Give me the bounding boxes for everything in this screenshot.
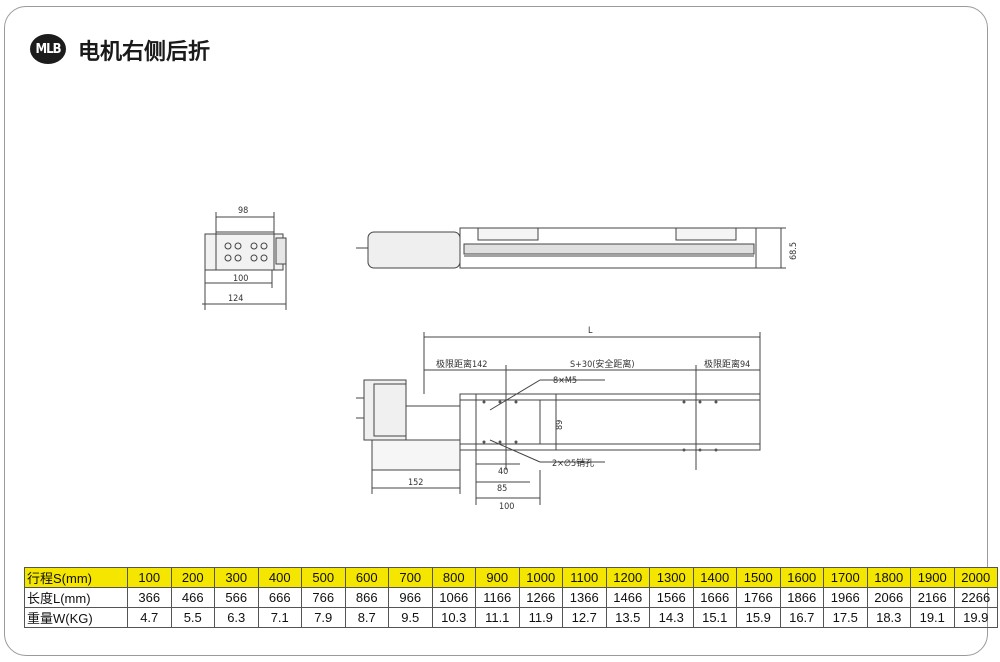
table-cell: 5.5	[170, 607, 215, 628]
table-cell: 466	[170, 587, 215, 608]
table-cell: 1366	[562, 587, 607, 608]
table-cell: 666	[257, 587, 302, 608]
table-cell: 700	[388, 567, 433, 588]
table-cell: 1800	[866, 567, 911, 588]
table-cell: 13.5	[605, 607, 650, 628]
table-cell: 1900	[910, 567, 955, 588]
table-cell: 7.1	[257, 607, 302, 628]
table-cell: 866	[344, 587, 389, 608]
table-cell: 966	[388, 587, 433, 608]
brand-logo: MLB	[30, 34, 66, 64]
table-cell: 6.3	[214, 607, 259, 628]
dim-98: 98	[238, 206, 248, 216]
dim-limit-94: 极限距离94	[704, 358, 750, 370]
dim-safety: S+30(安全距离)	[570, 358, 635, 370]
table-cell: 100	[127, 567, 172, 588]
table-cell: 1666	[692, 587, 737, 608]
table-cell: 1700	[823, 567, 868, 588]
dim-68-5: 68.5	[789, 242, 799, 260]
table-cell: 8.7	[344, 607, 389, 628]
table-cell: 11.9	[518, 607, 563, 628]
table-cell: 200	[170, 567, 215, 588]
dim-89: 89	[555, 420, 565, 430]
table-cell: 9.5	[388, 607, 433, 628]
table-cell: 766	[301, 587, 346, 608]
table-cell: 1766	[736, 587, 781, 608]
table-cell: 11.1	[475, 607, 520, 628]
dim-124: 124	[228, 294, 243, 304]
table-cell: 1866	[779, 587, 824, 608]
table-cell: 4.7	[127, 607, 172, 628]
dim-pin-holes: 2×∅5销孔	[552, 457, 594, 469]
table-cell: 2266	[953, 587, 998, 608]
dim-85: 85	[497, 484, 507, 494]
dim-limit-142: 极限距离142	[436, 358, 487, 370]
table-cell: 19.1	[910, 607, 955, 628]
page-title: 电机右侧后折	[78, 40, 211, 65]
table-cell: 900	[475, 567, 520, 588]
dim-100-top: 100	[499, 502, 514, 512]
row-label: 长度L(mm)	[24, 587, 128, 608]
table-cell: 1566	[649, 587, 694, 608]
row-label: 重量W(KG)	[24, 607, 128, 628]
table-cell: 800	[431, 567, 476, 588]
page-frame	[4, 6, 988, 656]
dim-152: 152	[408, 478, 423, 488]
top-view	[356, 332, 761, 505]
table-cell: 366	[127, 587, 172, 608]
table-cell: 566	[214, 587, 259, 608]
table-cell: 1500	[736, 567, 781, 588]
table-cell: 1466	[605, 587, 650, 608]
dim-8xm5: 8×M5	[553, 376, 577, 386]
table-cell: 1166	[475, 587, 520, 608]
table-cell: 14.3	[649, 607, 694, 628]
table-cell: 600	[344, 567, 389, 588]
table-cell: 7.9	[301, 607, 346, 628]
table-cell: 16.7	[779, 607, 824, 628]
table-cell: 1300	[649, 567, 694, 588]
table-cell: 1266	[518, 587, 563, 608]
table-cell: 1400	[692, 567, 737, 588]
table-cell: 10.3	[431, 607, 476, 628]
dim-40: 40	[498, 467, 508, 477]
table-cell: 1966	[823, 587, 868, 608]
dim-100-end: 100	[233, 274, 248, 284]
table-cell: 2000	[953, 567, 998, 588]
table-cell: 500	[301, 567, 346, 588]
table-cell: 1100	[562, 567, 607, 588]
table-cell: 2066	[866, 587, 911, 608]
table-cell: 300	[214, 567, 259, 588]
table-cell: 18.3	[866, 607, 911, 628]
table-cell: 1600	[779, 567, 824, 588]
table-cell: 12.7	[562, 607, 607, 628]
table-cell: 15.9	[736, 607, 781, 628]
table-cell: 2166	[910, 587, 955, 608]
side-view	[356, 227, 786, 269]
end-view	[202, 212, 287, 310]
table-cell: 19.9	[953, 607, 998, 628]
table-cell: 17.5	[823, 607, 868, 628]
table-cell: 1000	[518, 567, 563, 588]
dim-L: L	[588, 326, 593, 336]
table-cell: 1066	[431, 587, 476, 608]
table-cell: 1200	[605, 567, 650, 588]
table-cell: 15.1	[692, 607, 737, 628]
row-label: 行程S(mm)	[24, 567, 128, 588]
table-cell: 400	[257, 567, 302, 588]
